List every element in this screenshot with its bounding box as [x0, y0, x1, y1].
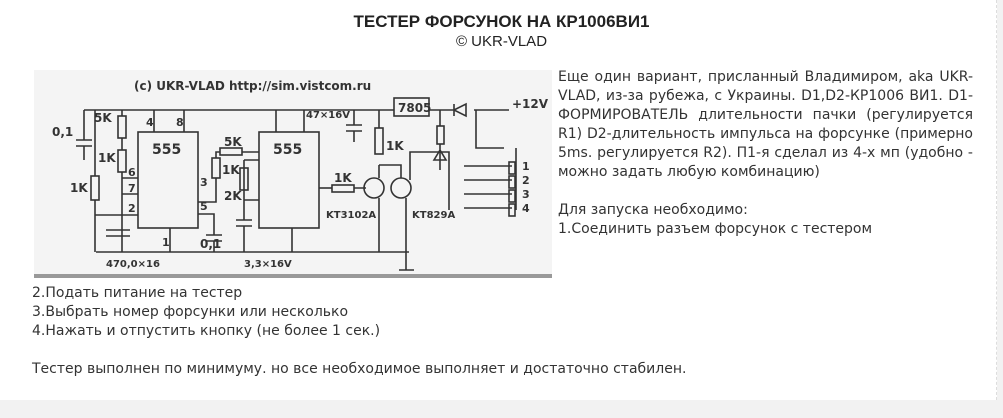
pin-label: 6: [128, 166, 136, 179]
label-r5k-b: 5K: [224, 135, 242, 149]
output-label: 1: [522, 160, 530, 173]
label-12v: +12V: [512, 97, 549, 111]
description-continued: 2.Подать питание на тестер 3.Выбрать ном…: [32, 284, 962, 379]
pin-label: 1: [162, 236, 170, 249]
output-label: 2: [522, 174, 530, 187]
step-2: 2.Подать питание на тестер: [32, 285, 243, 301]
label-kt829a: KT829A: [412, 210, 455, 221]
label-r1k-b: 1K: [70, 181, 88, 195]
pin-label: 4: [146, 116, 154, 129]
conclusion: Тестер выполнен по минимуму. но все необ…: [32, 361, 687, 377]
label-c01: 0,1: [200, 237, 221, 251]
description: Еще один вариант, присланный Владимиром,…: [558, 68, 973, 239]
pin-label: 2: [128, 202, 136, 215]
pin-label: 5: [200, 200, 208, 213]
regulator-label: 7805: [398, 101, 431, 115]
pin-label: 7: [128, 182, 136, 195]
label-r1k-e: 1K: [334, 171, 352, 185]
label-c33: 3,3×16V: [244, 259, 292, 270]
output-label: 3: [522, 188, 530, 201]
label-c470: 470,0×16: [106, 259, 160, 270]
label-r1k-c: 1K: [222, 163, 240, 177]
page-title: ТЕСТЕР ФОРСУНОК НА КР1006ВИ1: [353, 12, 650, 31]
chip1-label: 555: [152, 142, 181, 158]
chip2-label: 555: [273, 142, 302, 158]
label-r1k-d: 1K: [386, 139, 404, 153]
step-3: 3.Выбрать номер форсунки или несколько: [32, 304, 349, 320]
page-subtitle: © UKR-VLAD: [455, 33, 548, 50]
schematic-credit: (c) UKR-VLAD http://sim.vistcom.ru: [134, 79, 371, 93]
schematic-image: (c) UKR-VLAD http://sim.vistcom.ru 555 5…: [34, 70, 552, 274]
label-kt3102a: KT3102A: [326, 210, 376, 221]
steps-intro: Для запуска необходимо:: [558, 202, 748, 218]
output-label: 4: [522, 202, 530, 215]
pin-label: 3: [200, 176, 208, 189]
label-c47: 47×16V: [306, 110, 350, 121]
step-4: 4.Нажать и отпустить кнопку (не более 1 …: [32, 323, 381, 339]
label-c1: 0,1: [52, 125, 73, 139]
page: ТЕСТЕР ФОРСУНОК НА КР1006ВИ1 © UKR-VLAD …: [0, 0, 997, 400]
label-r5k-a: 5K: [94, 111, 112, 125]
step-1: 1.Соединить разъем форсунок с тестером: [558, 221, 873, 237]
label-r2k: 2K: [224, 189, 242, 203]
label-r1k-a: 1K: [98, 151, 116, 165]
description-paragraph: Еще один вариант, присланный Владимиром,…: [558, 69, 973, 180]
pin-label: 8: [176, 116, 184, 129]
